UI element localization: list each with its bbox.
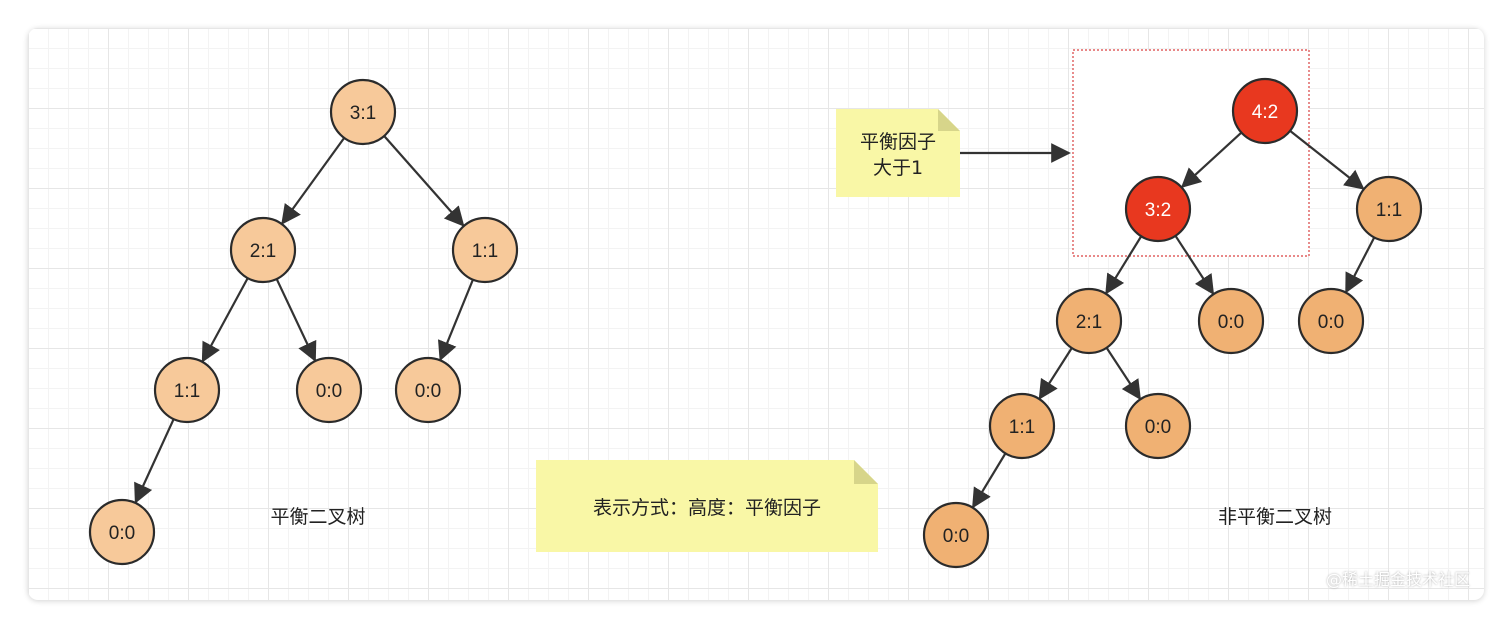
edge-b_root-b_l [281,137,346,225]
node-circle [1297,287,1365,355]
note-text: 大于1 [873,157,923,179]
tree-node-b_l: 2:1 [229,216,297,284]
node-label: 0:0 [1218,312,1244,333]
node-circle [153,356,221,424]
node-circle [1124,392,1192,460]
tree-node-u_llr: 0:0 [1124,392,1192,460]
tree-node-b_ll: 1:1 [153,356,221,424]
node-circle [394,356,462,424]
note-fold [938,109,960,131]
tree-node-b_lr: 0:0 [295,356,363,424]
edge-b_l-b_ll [201,277,249,363]
tree-node-u_r: 1:1 [1355,175,1423,243]
node-label: 0:0 [316,381,342,402]
edge-u_root-u_r [1289,129,1365,190]
edge-u_l-u_ll [1105,235,1143,295]
node-circle [451,216,519,284]
node-circle [88,498,156,566]
node-label: 1:1 [174,381,200,402]
edge-u_lll-u_llll [972,452,1007,509]
sticky-note-format_note: 表示方式：高度：平衡因子 [536,460,878,552]
unbalanced-tree-caption: 非平衡二叉树 [1218,506,1332,528]
node-label: 1:1 [1376,200,1402,221]
tree-node-b_rl: 0:0 [394,356,462,424]
tree-node-u_llll: 0:0 [922,501,990,569]
diagram-canvas: 3:1 2:1 1:1 1:1 0:0 0:0 0:0 4:2 3:2 1:1 2:1 0:0 0:0 1… [28,28,1484,600]
tree-node-u_lr: 0:0 [1197,287,1265,355]
node-label: 3:1 [350,103,376,124]
tree-node-u_lll: 1:1 [988,392,1056,460]
note-body [536,460,878,552]
node-circle [1055,287,1123,355]
node-circle [1231,77,1299,145]
tree-diagram: 3:1 2:1 1:1 1:1 0:0 0:0 0:0 4:2 3:2 1:1 2:1 0:0 0:0 1… [88,49,1423,569]
node-label: 3:2 [1145,200,1171,221]
node-label: 2:1 [250,241,276,262]
edge-b_r-b_rl [437,279,474,362]
edge-b_root-b_r [383,135,465,227]
node-label: 1:1 [472,241,498,262]
note-text: 平衡因子 [860,131,936,153]
tree-node-b_r: 1:1 [451,216,519,284]
balanced-tree-caption: 平衡二叉树 [270,506,365,528]
note-body [836,109,960,197]
tree-node-u_root: 4:2 [1231,77,1299,145]
node-label: 4:2 [1252,102,1278,123]
edge-u_ll-u_lll [1038,347,1073,400]
node-label: 2:1 [1076,312,1102,333]
edge-u_l-u_lr [1174,235,1215,296]
node-circle [988,392,1056,460]
node-label: 0:0 [943,526,969,547]
node-circle [295,356,363,424]
note-fold [854,460,878,484]
tree-node-u_l: 3:2 [1124,175,1192,243]
watermark: @稀土掘金技术社区 [1325,570,1470,589]
tree-node-u_ll: 2:1 [1055,287,1123,355]
tree-node-b_root: 3:1 [329,78,397,146]
tree-node-u_rl: 0:0 [1297,287,1365,355]
edge-u_r-u_rl [1345,236,1376,294]
node-label: 0:0 [415,381,441,402]
edge-b_ll-b_lll [134,418,175,504]
node-circle [229,216,297,284]
node-label: 0:0 [109,523,135,544]
edge-u_root-u_l [1180,131,1243,189]
node-circle [1355,175,1423,243]
node-label: 1:1 [1009,417,1035,438]
node-circle [1197,287,1265,355]
note-text: 表示方式：高度：平衡因子 [593,497,821,519]
node-label: 0:0 [1318,312,1344,333]
edge-u_ll-u_llr [1105,347,1141,401]
node-circle [1124,175,1192,243]
edge-b_l-b_lr [275,278,317,362]
node-circle [329,78,397,146]
node-label: 0:0 [1145,417,1171,438]
tree-node-b_lll: 0:0 [88,498,156,566]
node-circle [922,501,990,569]
